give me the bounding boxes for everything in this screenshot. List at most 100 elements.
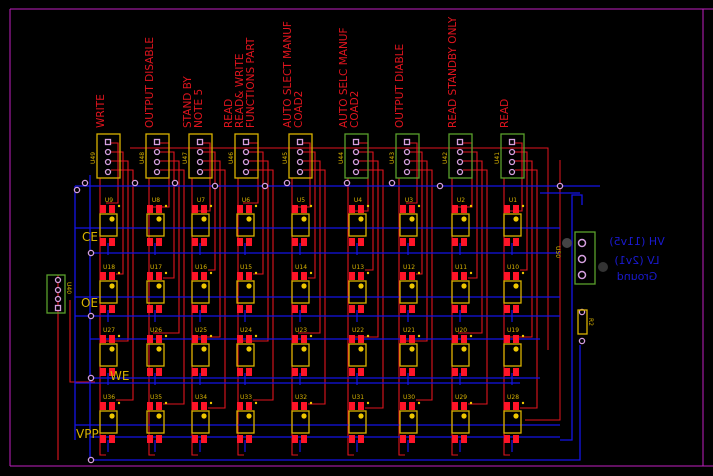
pin1-marker [117,334,121,338]
header-trace [203,151,216,271]
smd-pad [513,238,519,246]
component-ref: U2 [457,197,465,204]
via [73,186,81,194]
component-ref: U4 [354,197,362,204]
smd-pad [504,435,510,443]
component-outline [291,213,310,237]
pin-square [456,138,464,146]
smd-pad [409,335,415,343]
column-trace [347,178,354,456]
via [578,337,586,345]
smd-pad [301,305,307,313]
pin1-marker [417,334,421,338]
smd-pad [301,205,307,213]
component-ref: U15 [240,264,252,271]
pin1-dot [461,346,467,352]
pin1-dot [358,346,364,352]
pin1-marker [469,334,473,338]
pin1-dot [201,413,207,419]
pin1-marker [469,271,473,275]
smd-pad [109,368,115,376]
pin [54,286,62,294]
smd-pad [461,238,467,246]
smd-pad [301,238,307,246]
header-ref: U46 [228,152,235,164]
smd-pad [409,368,415,376]
pin-header-U41 [500,133,525,179]
component-ref: U9 [105,197,113,204]
smd-pad [237,272,243,280]
component-U29 [451,401,473,443]
pin1-dot [301,346,307,352]
component-ref: U35 [150,394,162,401]
mounting-mark [598,262,608,272]
via [261,182,269,190]
column-trace [237,178,244,456]
component-U16 [191,271,213,313]
pin1-marker [117,271,121,275]
pin1-dot [358,413,364,419]
smd-pad [400,335,406,343]
pin [296,168,304,176]
smd-pad [452,402,458,410]
smd-pad [400,205,406,213]
pin [456,148,464,156]
header-trace [515,169,538,409]
top-bus-trace [130,147,549,350]
pin1-dot [109,413,115,419]
smd-pad [358,272,364,280]
component-U12 [399,271,421,313]
smd-pad [452,272,458,280]
smd-pad [452,435,458,443]
smd-pad [147,238,153,246]
pin1-dot [358,283,364,289]
smd-pad [156,402,162,410]
pin1-dot [301,283,307,289]
component-outline [291,280,310,304]
bus-trace [560,194,583,441]
smd-pad [147,402,153,410]
component-U26 [146,334,168,376]
component-ref: U29 [455,394,467,401]
pin [54,276,62,284]
component-U24 [236,334,258,376]
smd-pad [400,305,406,313]
smd-pad [349,402,355,410]
header-ref: U49 [90,152,97,164]
smd-pad [400,402,406,410]
pin [296,158,304,166]
smd-pad [100,402,106,410]
power-pin [577,270,587,280]
header-label: FUNCTIONS PART [245,37,257,128]
smd-pad [292,368,298,376]
pin-header-U44 [344,133,369,179]
smd-pad [409,305,415,313]
component-ref: U20 [455,327,467,334]
smd-pad [513,272,519,280]
smd-pad [109,335,115,343]
smd-pad [109,238,115,246]
component-outline [348,280,367,304]
header-label: READ [499,99,511,128]
pin1-dot [246,346,252,352]
header-trace [106,142,119,204]
component-outline [503,410,522,434]
pin [153,168,161,176]
component-U18 [99,271,121,313]
component-U13 [348,271,370,313]
component-ref: U7 [197,197,205,204]
smd-pad [409,205,415,213]
component-U35 [146,401,168,443]
smd-pad [358,335,364,343]
column-trace [191,178,198,456]
smd-pad [358,435,364,443]
pin-header-U48 [145,133,170,179]
pin [196,168,204,176]
smd-pad [147,272,153,280]
smd-pad [246,272,252,280]
header-label: NOTE 5 [193,89,205,128]
mounting-mark [562,238,572,248]
side-label-we: WE [110,369,129,383]
pin1-marker [417,401,421,405]
component-U2 [451,204,473,246]
